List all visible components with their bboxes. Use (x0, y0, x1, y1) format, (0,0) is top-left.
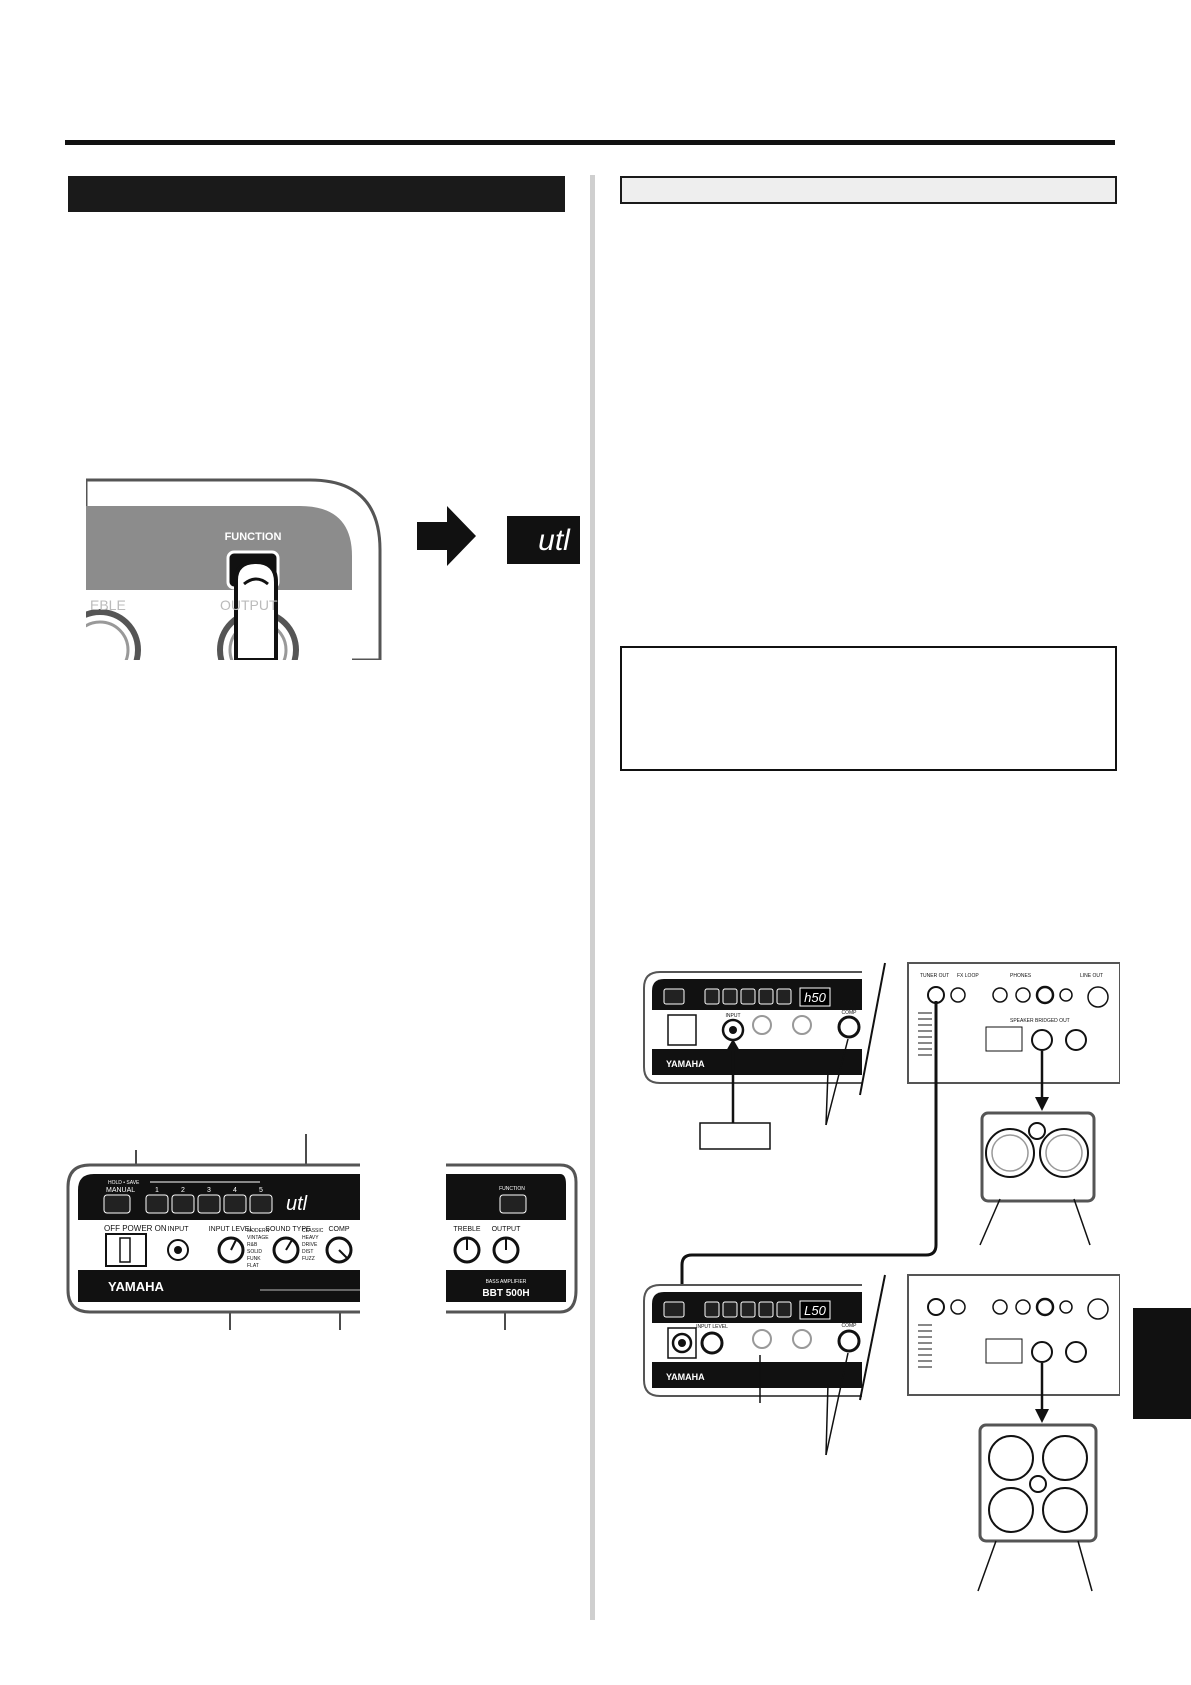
section-heading-bar-right (620, 176, 1117, 204)
hold-save-label: HOLD • SAVE (108, 1180, 140, 1186)
svg-text:PHONES: PHONES (1010, 973, 1032, 979)
preset-buttons (145, 1194, 273, 1214)
svg-text:LINE OUT: LINE OUT (1080, 973, 1103, 979)
instrument-box (699, 1122, 771, 1150)
top-speaker-out-jack (1031, 1029, 1053, 1051)
preset-3-label: 3 (207, 1187, 211, 1194)
power-label: OFF POWER ON (104, 1224, 167, 1233)
connection-diagram: h50 INPUT COMP YAMAHA TUNER OUT FX LOOP … (643, 962, 1120, 1592)
bottom-comp-knob (837, 1329, 861, 1353)
function-label-small: FUNCTION (499, 1186, 525, 1192)
top-comp-knob (837, 1015, 861, 1039)
svg-text:CLASSIC: CLASSIC (302, 1228, 324, 1234)
top-comp-label: COMP (842, 1010, 858, 1016)
function-button-label: FUNCTION (225, 531, 282, 543)
function-button-illustration: FUNCTION EBLE OUTPUT utl (86, 478, 580, 660)
utility-display (507, 516, 580, 564)
svg-text:SPEAKER BRIDGED OUT: SPEAKER BRIDGED OUT (1010, 1018, 1070, 1024)
svg-text:TUNER OUT: TUNER OUT (920, 973, 949, 979)
model-line-1: BASS AMPLIFIER (486, 1279, 527, 1285)
top-rule (65, 140, 1115, 145)
svg-text:R&B: R&B (247, 1242, 258, 1248)
input-label: INPUT (168, 1226, 190, 1233)
input-level-label: INPUT LEVEL (209, 1226, 254, 1233)
utility-display-text: utl (538, 524, 571, 557)
manual-label: MANUAL (106, 1187, 135, 1194)
model-line-2: BBT 500H (482, 1288, 529, 1299)
section-heading-bar-left (68, 176, 565, 212)
preset-1-label: 1 (155, 1187, 159, 1194)
chapter-tab (1133, 1308, 1191, 1419)
brand-logo: YAMAHA (108, 1279, 164, 1294)
bottom-input-level-knob (700, 1331, 724, 1355)
preset-2-label: 2 (181, 1187, 185, 1194)
bottom-comp-label: COMP (842, 1323, 858, 1329)
svg-text:DRIVE: DRIVE (302, 1242, 318, 1248)
treble-label: TREBLE (453, 1226, 481, 1233)
output-knob-label: OUTPUT (220, 597, 278, 613)
top-brand-logo: YAMAHA (666, 1059, 705, 1069)
sound-type-label: SOUND TYPE (265, 1226, 311, 1233)
right-arrow-icon (417, 506, 476, 566)
bottom-display-text: L50 (804, 1303, 826, 1318)
top-input-label: INPUT (726, 1013, 741, 1019)
svg-text:FX LOOP: FX LOOP (957, 973, 979, 979)
output-label: OUTPUT (492, 1226, 522, 1233)
preset-4-label: 4 (233, 1187, 237, 1194)
manual-button (103, 1194, 131, 1214)
panel-display-text: utl (286, 1193, 308, 1215)
bottom-speaker-out-jack (1031, 1341, 1053, 1363)
svg-text:DIST: DIST (302, 1249, 313, 1255)
column-divider (590, 175, 595, 1620)
svg-text:FLAT: FLAT (247, 1263, 259, 1269)
top-display-text: h50 (804, 990, 826, 1005)
function-button-small (499, 1194, 527, 1214)
front-panel-illustration: HOLD • SAVE MANUAL 1 2 3 4 5 utl OFF POW… (66, 1134, 578, 1330)
svg-text:SOLID: SOLID (247, 1249, 262, 1255)
bottom-brand-logo: YAMAHA (666, 1372, 705, 1382)
svg-text:FUZZ: FUZZ (302, 1256, 315, 1262)
svg-text:VINTAGE: VINTAGE (247, 1235, 269, 1241)
comp-label: COMP (329, 1226, 350, 1233)
treble-knob-label: EBLE (90, 597, 126, 613)
bottom-input-level-label: INPUT LEVEL (696, 1324, 728, 1330)
preset-5-label: 5 (259, 1187, 263, 1194)
svg-text:HEAVY: HEAVY (302, 1235, 319, 1241)
svg-text:FUNK: FUNK (247, 1256, 261, 1262)
note-box (620, 646, 1117, 771)
svg-text:MODERN: MODERN (247, 1228, 270, 1234)
